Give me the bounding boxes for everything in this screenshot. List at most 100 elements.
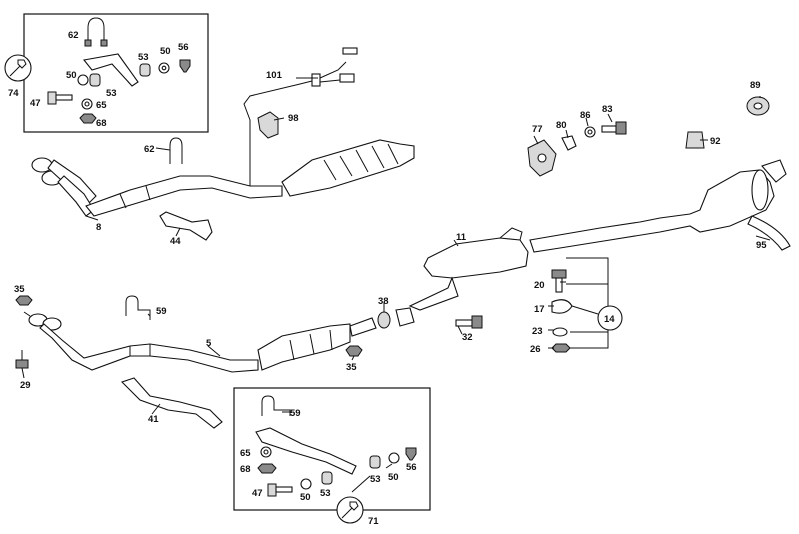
label-68-box: 68 (240, 464, 251, 475)
sensor-plug-top (342, 47, 358, 55)
label-38: 38 (378, 296, 389, 307)
label-47-box: 47 (252, 488, 263, 499)
label-65-top: 65 (96, 100, 107, 111)
washer-65-hole (84, 101, 90, 107)
label-59-box: 59 (290, 408, 301, 419)
bolt-83-shank (601, 125, 617, 133)
label-101: 101 (266, 70, 283, 81)
bracket-box-part (255, 427, 357, 475)
heat-shield-95-part (747, 215, 791, 251)
label-80: 80 (556, 120, 567, 131)
label-98: 98 (288, 113, 299, 124)
oxygen-sensor-wire (243, 79, 317, 186)
label-83: 83 (602, 104, 613, 115)
nut-56-part (179, 59, 191, 73)
rubber-mount-part-b (89, 73, 101, 87)
label-41: 41 (148, 414, 159, 425)
label-95: 95 (756, 240, 767, 251)
bolt-47b-head (267, 483, 277, 497)
label-89: 89 (750, 80, 761, 91)
center-muffler-outlet (408, 276, 459, 311)
label-20: 20 (534, 280, 545, 291)
pipe-joint-lines (119, 185, 151, 209)
clamp-59-box-part (261, 395, 291, 416)
clamp-59-lower-part (125, 295, 151, 320)
label-23: 23 (532, 326, 543, 337)
bolt-32-head (471, 315, 483, 329)
washer-86-hole (587, 129, 593, 135)
bolt-32-shank (455, 319, 473, 327)
bolt-20-head (551, 269, 567, 279)
sensor-heat-shield-part (257, 111, 279, 139)
label-68-top: 68 (96, 118, 107, 129)
u-clamp-part (87, 17, 105, 44)
rubber-mount-part (139, 63, 151, 77)
label-74: 74 (8, 88, 19, 99)
bracket-44-part (159, 211, 213, 241)
label-14: 14 (604, 314, 615, 325)
clamp-ring-38-part (377, 311, 391, 329)
center-muffler-inlet (499, 227, 523, 241)
lower-pipe-joint (129, 344, 151, 356)
kit-14-leader-lines (566, 257, 609, 349)
clamp-bracket-part (82, 53, 139, 87)
rear-muffler-part (529, 169, 775, 253)
manifold-flange-upper (31, 157, 53, 173)
label-35-left: 35 (14, 284, 25, 295)
clamp-17-part (551, 299, 573, 314)
label-50-top: 50 (160, 46, 171, 57)
nut-68b-part (257, 463, 277, 474)
washer-65b-hole (263, 449, 269, 455)
washer-50c-part (388, 452, 400, 464)
bolt-head-part (47, 91, 57, 105)
nut-35-lower-part (345, 345, 363, 357)
label-50-left: 50 (66, 70, 77, 81)
washer-part-b (77, 74, 89, 86)
converter-ribs (323, 143, 399, 181)
label-56-top: 56 (178, 42, 189, 53)
label-17: 17 (534, 304, 545, 315)
mount-92-part (685, 131, 705, 149)
label-53-top: 53 (138, 52, 149, 63)
label-65-box: 65 (240, 448, 251, 459)
center-muffler-part (423, 237, 529, 279)
label-62-top: 62 (68, 30, 79, 41)
mount-53c-part (369, 455, 381, 469)
u-clamp-nut-left (84, 39, 92, 47)
hanger-77-hole (537, 153, 547, 163)
bolt-83-head (615, 121, 627, 135)
flange-gasket-part (395, 307, 415, 327)
bracket-41-part (120, 377, 223, 429)
lower-pipe-joint-part (349, 317, 377, 337)
tail-pipe-part (761, 159, 787, 183)
label-29: 29 (20, 380, 31, 391)
rubber-ring-89-hole (753, 102, 763, 110)
kit-frame-top (23, 13, 209, 133)
nut-26-part (551, 343, 571, 353)
bolt-20-part (555, 277, 563, 293)
resonator-ribs (289, 329, 333, 361)
label-35-lower: 35 (346, 362, 357, 373)
lower-exhaust-assembly (15, 295, 483, 429)
label-53-box-left: 53 (320, 488, 331, 499)
label-59-lower: 59 (156, 306, 167, 317)
label-8: 8 (96, 222, 101, 233)
wrench-icon-b (341, 501, 359, 519)
label-62-upper: 62 (144, 144, 155, 155)
sensor-connector (311, 73, 321, 87)
hardware-kit-box-top (4, 13, 209, 133)
label-77: 77 (532, 124, 543, 135)
label-53-left: 53 (106, 88, 117, 99)
label-47-top: 47 (30, 98, 41, 109)
leader-lines (21, 77, 771, 493)
label-26: 26 (530, 344, 541, 355)
label-11: 11 (456, 232, 467, 243)
mount-53d-part (321, 471, 333, 485)
sensor-plug-bottom (339, 73, 355, 83)
rear-section-assembly (408, 96, 791, 353)
hardware-kit-box-bottom (233, 387, 431, 524)
label-56-box: 56 (406, 462, 417, 473)
callout-labels: 62 53 50 56 74 50 53 47 65 68 101 98 62 … (8, 30, 767, 527)
stud-29-head (15, 359, 29, 369)
